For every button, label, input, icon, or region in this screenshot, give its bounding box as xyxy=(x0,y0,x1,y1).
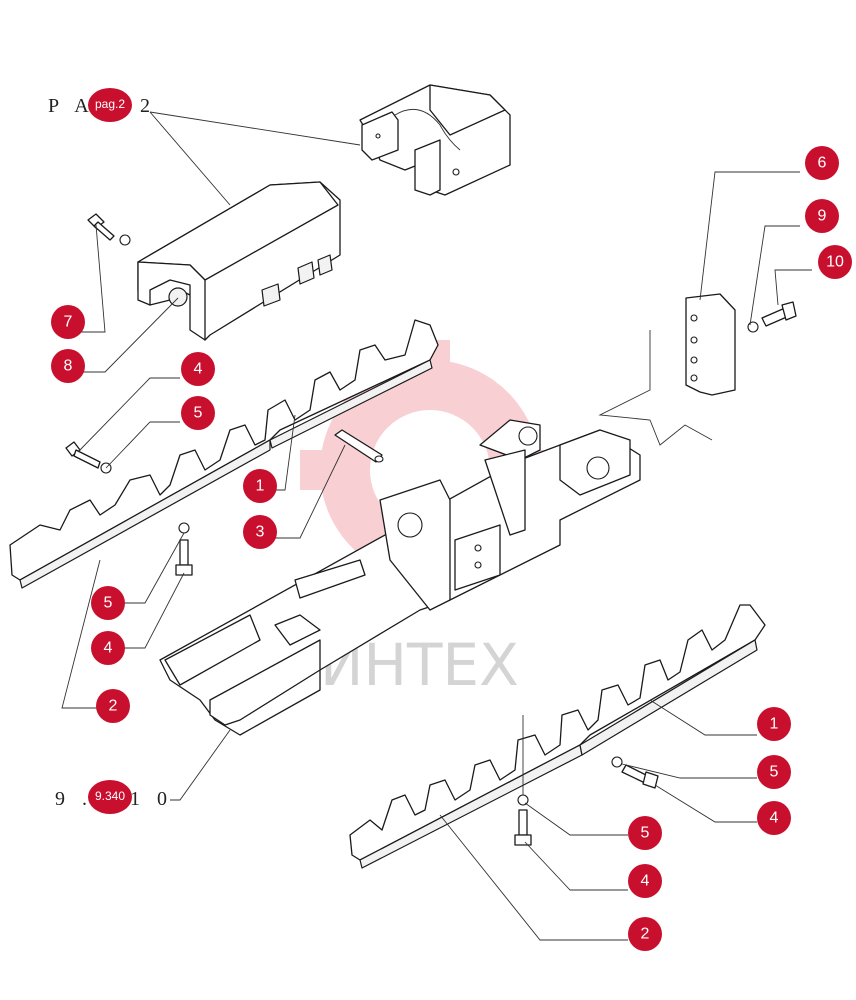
callout-4d[interactable]: 4 xyxy=(628,864,662,898)
reference-prefix-bottom: 9 . xyxy=(55,788,93,810)
reference-bottom-left: 9 . 9.340 1 0 xyxy=(55,780,173,814)
callout-8[interactable]: 8 xyxy=(51,349,85,383)
reference-badge-top: pag.2 xyxy=(95,97,125,111)
callout-1b[interactable]: 1 xyxy=(757,707,791,741)
bolt-washer-right xyxy=(514,756,659,846)
svg-text:2: 2 xyxy=(109,698,118,715)
pin-3 xyxy=(334,429,384,463)
svg-text:6: 6 xyxy=(818,155,827,172)
callout-10[interactable]: 10 xyxy=(818,245,852,279)
callout-2a[interactable]: 2 xyxy=(96,689,130,723)
svg-text:1: 1 xyxy=(770,716,779,733)
callout-4c[interactable]: 4 xyxy=(757,801,791,835)
cover-housing xyxy=(137,181,341,341)
svg-text:8: 8 xyxy=(64,358,73,375)
svg-text:5: 5 xyxy=(104,595,113,612)
callout-6[interactable]: 6 xyxy=(805,146,839,180)
svg-text:3: 3 xyxy=(256,524,265,541)
svg-text:4: 4 xyxy=(194,361,203,378)
svg-text:4: 4 xyxy=(770,810,779,827)
svg-text:5: 5 xyxy=(194,405,203,422)
reference-suffix-bottom: 1 0 xyxy=(130,788,173,810)
reference-top-left: P A pag.2 2 xyxy=(48,88,156,122)
svg-text:10: 10 xyxy=(826,254,844,271)
callout-1a[interactable]: 1 xyxy=(243,469,277,503)
callout-3[interactable]: 3 xyxy=(243,515,277,549)
break-line xyxy=(598,330,713,446)
track-rail-upper xyxy=(9,319,439,589)
svg-text:4: 4 xyxy=(641,873,650,890)
callouts: 6 9 10 7 8 4 5 1 3 5 4 2 1 5 4 5 4 2 xyxy=(51,146,852,951)
svg-text:4: 4 xyxy=(104,640,113,657)
callout-5d[interactable]: 5 xyxy=(628,816,662,850)
svg-text:2: 2 xyxy=(641,926,650,943)
track-rail-lower xyxy=(349,604,766,869)
reference-suffix-top: 2 xyxy=(140,95,156,117)
plate-6 xyxy=(685,293,797,396)
callout-4b[interactable]: 4 xyxy=(91,631,125,665)
callout-4a[interactable]: 4 xyxy=(181,352,215,386)
callout-2b[interactable]: 2 xyxy=(628,917,662,951)
reference-badge-top-bg xyxy=(88,88,132,122)
reference-prefix-top: P A xyxy=(48,95,95,117)
callout-5a[interactable]: 5 xyxy=(181,396,215,430)
reference-badge-bottom-bg xyxy=(88,780,132,814)
leader-lines xyxy=(61,111,812,941)
svg-text:1: 1 xyxy=(256,478,265,495)
cover-assembly-top xyxy=(359,84,511,196)
svg-text:5: 5 xyxy=(641,825,650,842)
callout-7[interactable]: 7 xyxy=(51,305,85,339)
main-frame xyxy=(159,419,641,736)
bolt-7 xyxy=(87,213,188,307)
svg-text:9: 9 xyxy=(818,208,827,225)
svg-text:5: 5 xyxy=(770,764,779,781)
callout-5c[interactable]: 5 xyxy=(757,755,791,789)
svg-text:7: 7 xyxy=(64,314,73,331)
reference-badge-bottom: 9.340 xyxy=(95,789,125,803)
callout-5b[interactable]: 5 xyxy=(91,586,125,620)
callout-9[interactable]: 9 xyxy=(805,199,839,233)
